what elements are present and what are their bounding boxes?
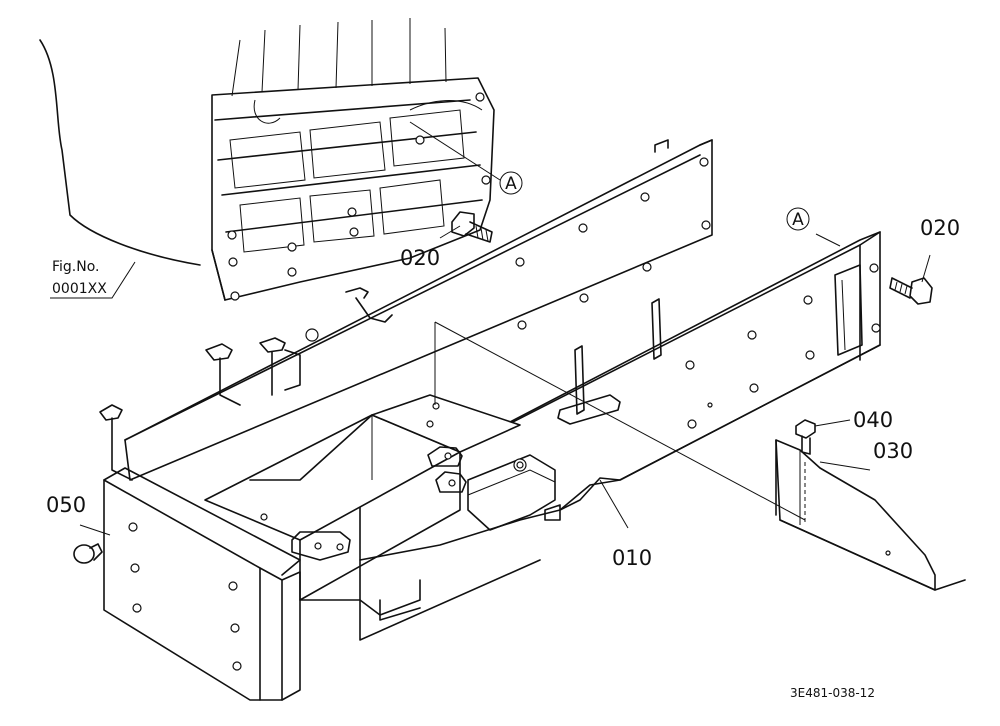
leader-lines: [79, 121, 931, 536]
bolt-020-right: [889, 277, 933, 305]
side-cover: [775, 439, 966, 591]
part-label-010: 010: [612, 546, 652, 570]
engine-block: [39, 18, 495, 301]
figure-reference: Fig.No. 0001XX: [50, 259, 136, 299]
drawing-code: 3E481-038-12: [790, 686, 875, 700]
bolt-020-left: [451, 211, 493, 243]
ref-a-frame-label: A: [792, 210, 804, 230]
ref-a-frame: A: [786, 207, 810, 231]
part-label-040: 040: [853, 408, 893, 432]
part-label-030: 030: [873, 439, 913, 463]
ref-a-engine: A: [499, 171, 523, 195]
ref-a-engine-label: A: [505, 174, 517, 194]
part-label-020-left: 020: [400, 246, 440, 270]
plug-050: [73, 543, 103, 564]
fig-code-label: 0001XX: [52, 281, 107, 297]
bolt-040: [795, 419, 816, 455]
part-label-020-right: 020: [920, 216, 960, 240]
main-frame: [99, 139, 881, 701]
part-label-050: 050: [46, 493, 86, 517]
fig-no-label: Fig.No.: [52, 259, 100, 275]
